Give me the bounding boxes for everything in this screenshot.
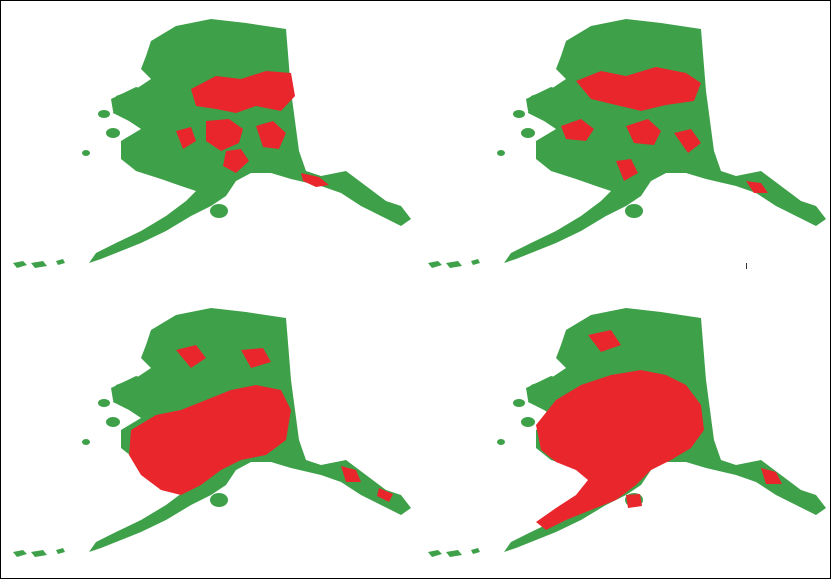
impact-region	[176, 345, 206, 368]
alaska-seward-peninsula	[111, 376, 153, 402]
impact-region	[746, 181, 768, 193]
impact-regions	[561, 67, 768, 193]
impact-region	[626, 494, 642, 508]
island-nunivak	[106, 128, 120, 138]
island-st-lawrence	[513, 399, 525, 407]
map-panel-top-left	[1, 1, 416, 290]
impact-region	[223, 149, 249, 173]
aleutian-chain	[428, 259, 480, 268]
impact-region	[256, 121, 286, 149]
impact-region	[191, 71, 295, 113]
alaska-land	[13, 19, 411, 268]
impact-region	[206, 119, 243, 151]
alaska-seward-peninsula	[526, 376, 568, 402]
impact-region	[674, 129, 701, 153]
impact-region	[377, 488, 393, 502]
impact-region	[341, 466, 361, 482]
alaska-seward-peninsula	[111, 87, 153, 113]
impact-region	[626, 119, 661, 145]
impact-region	[761, 468, 782, 484]
alaska-map-top-left	[13, 19, 411, 268]
island-nunivak	[521, 128, 535, 138]
impact-regions	[536, 330, 782, 530]
alaska-seward-peninsula	[526, 87, 568, 113]
island-pribilof	[82, 150, 90, 156]
alaska-map-bottom-left	[13, 308, 411, 557]
alaska-mainland	[504, 19, 826, 263]
island-kodiak	[210, 493, 228, 507]
aleutian-chain	[13, 259, 65, 268]
alaska-map-top-right	[428, 19, 826, 268]
impact-regions	[176, 71, 329, 187]
island-pribilof	[497, 439, 505, 445]
impact-region	[129, 385, 291, 495]
impact-region	[561, 119, 594, 141]
map-panel-bottom-left	[1, 290, 416, 579]
impact-region	[301, 173, 329, 187]
island-st-lawrence	[98, 399, 110, 407]
map-panel-top-right	[416, 1, 831, 290]
island-pribilof	[82, 439, 90, 445]
map-panel-bottom-right	[416, 290, 831, 579]
impact-region	[576, 67, 701, 111]
impact-region	[616, 159, 638, 181]
island-nunivak	[106, 417, 120, 427]
impact-region	[176, 127, 196, 149]
stray-tick-mark	[746, 263, 747, 269]
impact-region	[588, 330, 621, 352]
island-st-lawrence	[98, 110, 110, 118]
alaska-mainland	[89, 19, 411, 263]
impact-region	[536, 370, 704, 530]
impact-regions	[129, 345, 393, 502]
island-st-lawrence	[513, 110, 525, 118]
island-nunivak	[521, 417, 535, 427]
impact-region	[241, 348, 271, 368]
alaska-map-bottom-right	[428, 308, 826, 557]
alaska-land	[428, 19, 826, 268]
island-kodiak	[625, 204, 643, 218]
aleutian-chain	[13, 548, 65, 557]
island-kodiak	[210, 204, 228, 218]
island-pribilof	[497, 150, 505, 156]
aleutian-chain	[428, 548, 480, 557]
